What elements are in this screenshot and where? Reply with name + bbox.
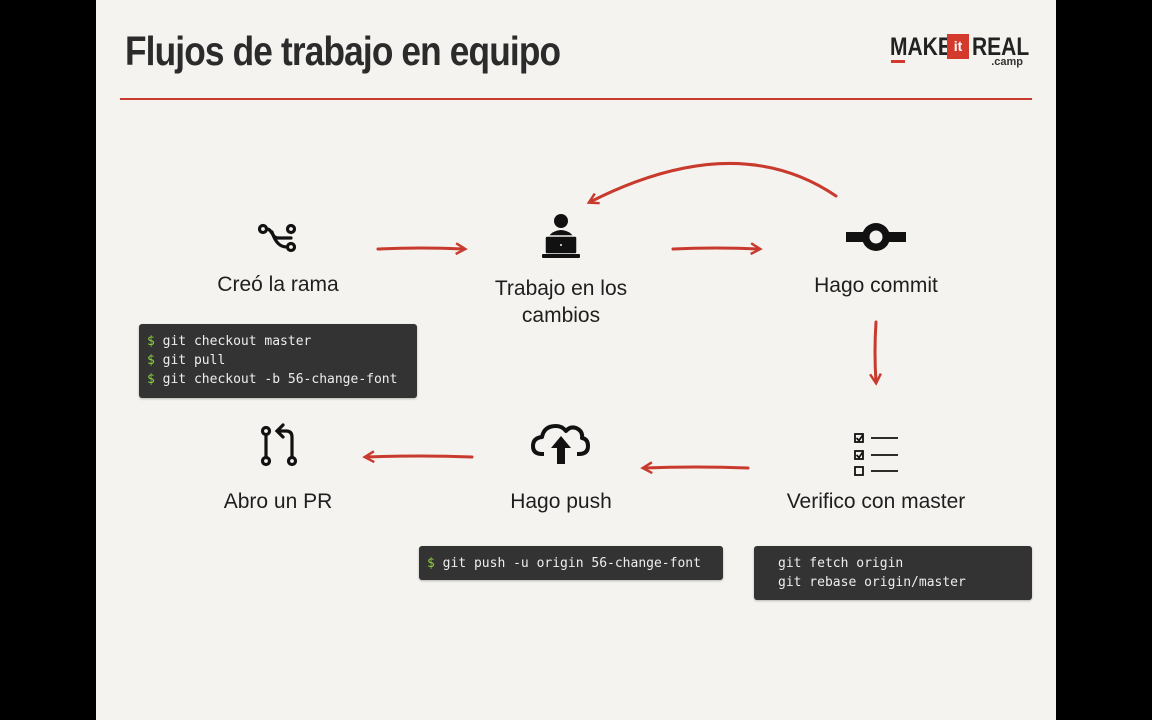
arrow-commit-to-work	[586, 161, 838, 205]
step-label-work-line2: cambios	[521, 304, 601, 327]
arrow-commit-to-verify	[869, 320, 882, 386]
checklist-icon	[854, 433, 898, 476]
step-label-open-pr: Abro un PR	[223, 490, 333, 513]
code-block-verify: git fetch origin git rebase origin/maste…	[754, 546, 1032, 600]
code-line: $ git checkout -b 56-change-font	[147, 370, 409, 389]
step-label-commit: Hago commit	[814, 274, 938, 297]
slide: Flujos de trabajo en equipo MAKE it REAL…	[96, 0, 1056, 720]
code-block-push: $ git push -u origin 56-change-font	[419, 546, 723, 580]
pull-request-icon	[260, 423, 298, 467]
code-line: git fetch origin	[778, 556, 904, 571]
code-text: git checkout master	[162, 334, 312, 349]
slide-title: Flujos de trabajo en equipo	[125, 28, 561, 74]
code-line: $ git checkout master	[147, 332, 409, 351]
code-text: git push -u origin 56-change-font	[442, 556, 701, 571]
step-label-work: Trabajo en los cambios	[460, 275, 662, 329]
step-label-create-branch: Creó la rama	[217, 273, 339, 296]
title-divider	[120, 98, 1032, 100]
code-text: git pull	[162, 353, 226, 368]
makeitreal-logo: MAKE it REAL .camp	[890, 33, 1029, 68]
step-label-verify: Verifico con master	[786, 490, 966, 513]
workflow-diagram	[257, 161, 906, 476]
code-line: $ git pull	[147, 351, 409, 370]
logo-underline	[891, 60, 905, 63]
prompt-symbol: $	[427, 556, 435, 571]
git-branch-icon	[257, 223, 297, 253]
code-block-branch: $ git checkout master $ git pull $ git c…	[139, 324, 417, 398]
person-laptop-icon	[542, 214, 580, 258]
arrow-branch-to-work	[376, 242, 468, 256]
git-commit-icon	[846, 223, 906, 251]
arrow-push-to-pr	[362, 450, 474, 464]
prompt-symbol: $	[147, 372, 155, 387]
logo-real: REAL	[972, 33, 1030, 61]
arrow-verify-to-push	[640, 461, 750, 475]
arrow-work-to-commit	[671, 242, 763, 256]
step-label-work-line1: Trabajo en los	[494, 277, 628, 300]
prompt-symbol: $	[147, 334, 155, 349]
code-line: $ git push -u origin 56-change-font	[427, 554, 715, 573]
logo-camp: .camp	[991, 56, 1023, 68]
cloud-upload-icon	[531, 424, 590, 464]
logo-make: MAKE	[890, 33, 952, 61]
step-label-push: Hago push	[510, 490, 612, 513]
prompt-symbol: $	[147, 353, 155, 368]
code-text: git checkout -b 56-change-font	[162, 372, 398, 387]
logo-it: it	[947, 34, 969, 59]
code-line: git rebase origin/master	[778, 575, 966, 590]
flow-arrows	[362, 161, 882, 475]
